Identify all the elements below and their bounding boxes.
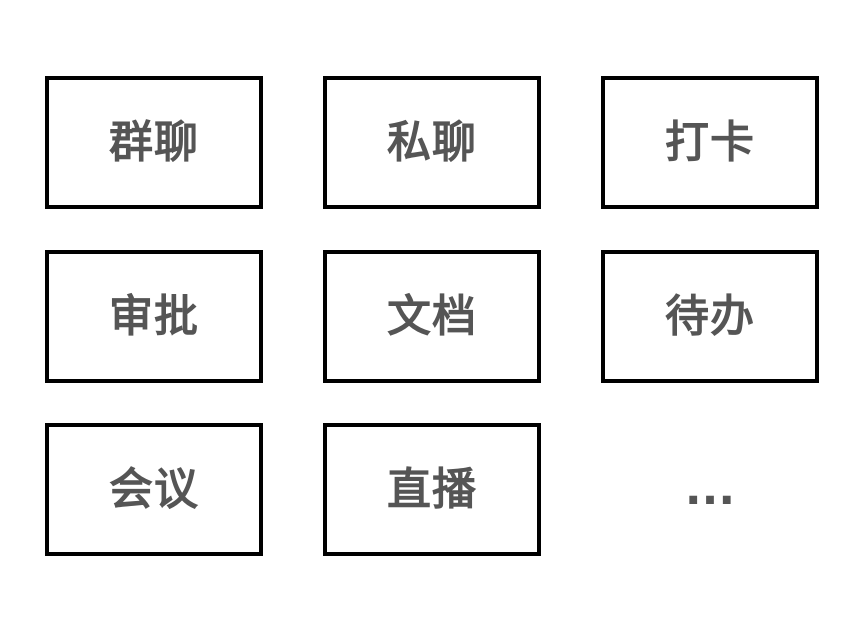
tile-label: 群聊	[109, 116, 199, 168]
tile-live-stream[interactable]: 直播	[323, 423, 541, 556]
tile-label: 直播	[387, 463, 477, 515]
tile-label: 待办	[665, 290, 755, 342]
tile-label: 会议	[109, 463, 199, 515]
tile-label: 文档	[387, 290, 477, 342]
more-indicator[interactable]: ...	[601, 423, 819, 556]
tile-approval[interactable]: 审批	[45, 250, 263, 383]
tile-check-in[interactable]: 打卡	[601, 76, 819, 209]
tile-private-chat[interactable]: 私聊	[323, 76, 541, 209]
tile-label: 私聊	[387, 116, 477, 168]
tile-label: 打卡	[665, 116, 755, 168]
tile-label: 审批	[109, 290, 199, 342]
tile-todo[interactable]: 待办	[601, 250, 819, 383]
tile-group-chat[interactable]: 群聊	[45, 76, 263, 209]
tile-meeting[interactable]: 会议	[45, 423, 263, 556]
ellipsis-icon: ...	[684, 463, 736, 515]
tile-documents[interactable]: 文档	[323, 250, 541, 383]
